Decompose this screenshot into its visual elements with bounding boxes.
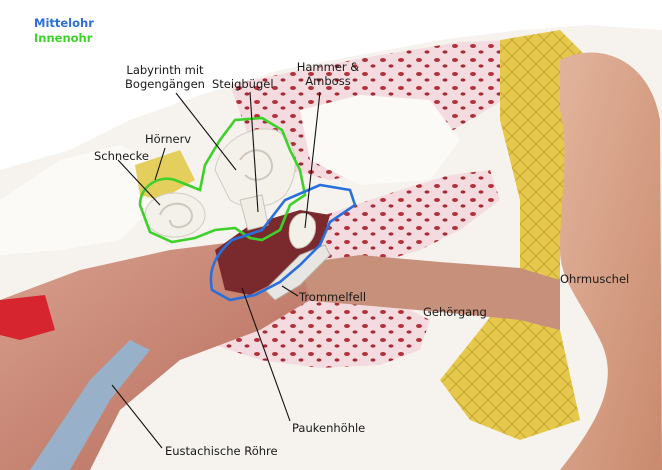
label-tympanic-cavity: Paukenhöhle [292,421,365,435]
label-auricle: Ohrmuschel [560,272,629,286]
label-labyrinth-line2: Bogengängen [110,77,220,91]
legend-inner-ear: Innenohr [34,31,92,45]
label-labyrinth-line1: Labyrinth mit [110,63,220,77]
label-hammer-anvil-line2: Amboss [288,74,368,88]
label-cochlea: Schnecke [94,149,149,163]
label-stapes: Steigbügel [212,77,274,91]
label-labyrinth: Labyrinth mit Bogengängen [110,63,220,91]
legend-middle-ear: Mittelohr [34,16,94,30]
cochlea-shape [145,193,205,237]
label-ear-canal: Gehörgang [423,305,487,319]
label-auditory-nerve: Hörnerv [145,132,191,146]
label-eustachian-tube: Eustachische Röhre [165,444,278,458]
label-hammer-anvil: Hammer & Amboss [288,60,368,88]
label-hammer-anvil-line1: Hammer & [288,60,368,74]
label-eardrum: Trommelfell [299,290,366,304]
